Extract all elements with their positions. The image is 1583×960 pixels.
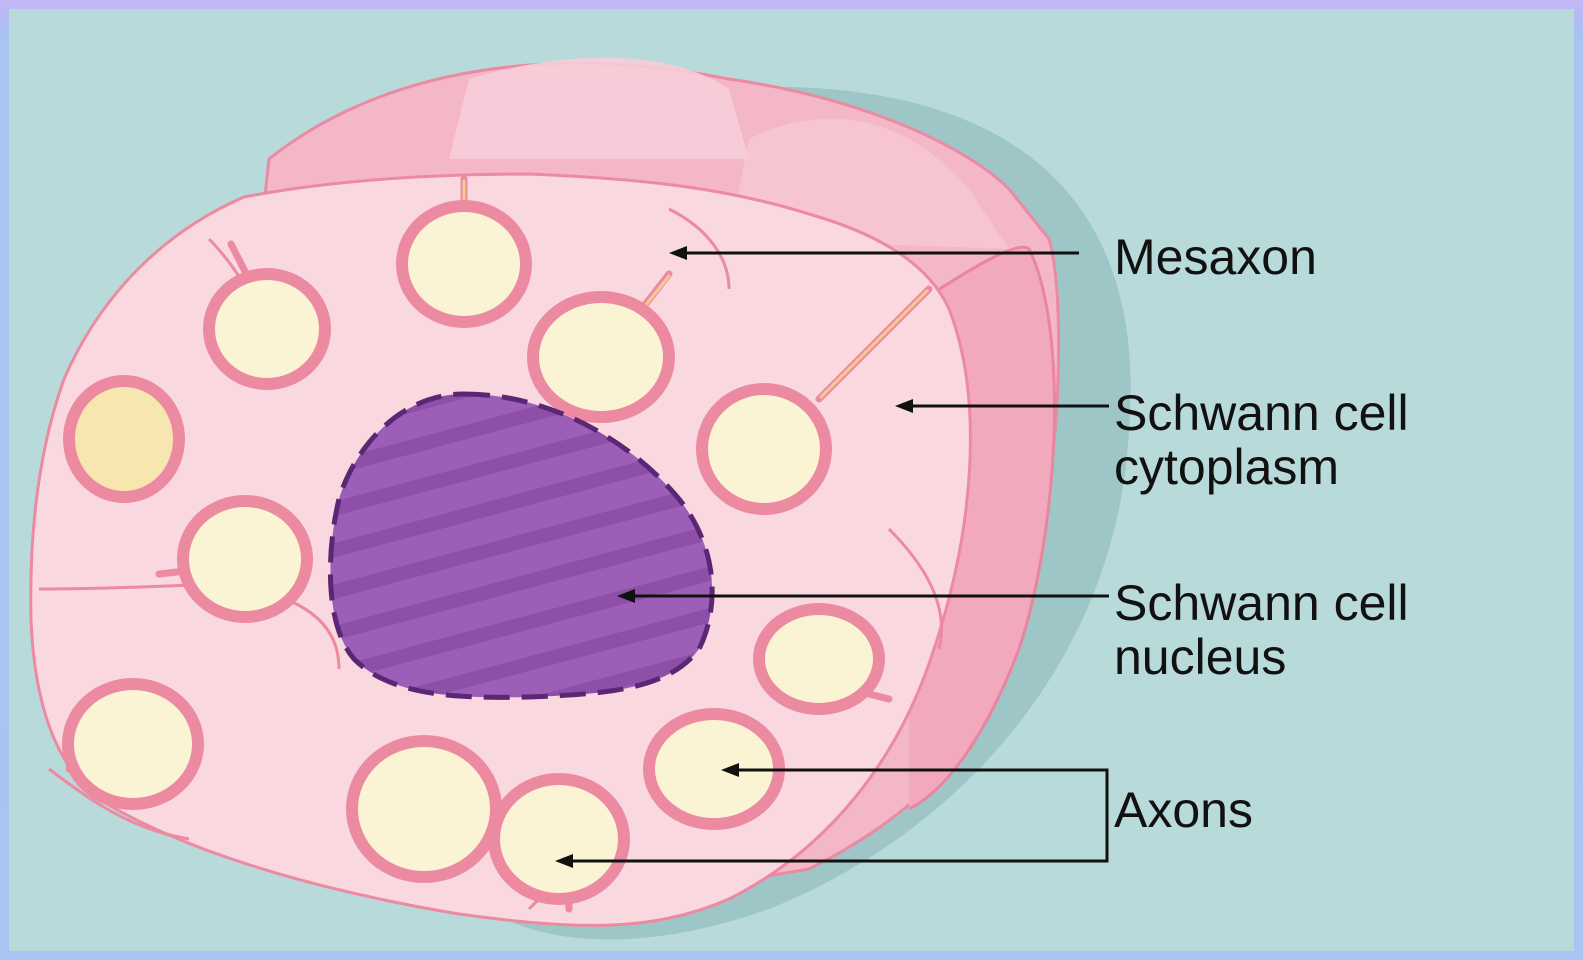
axon xyxy=(533,297,669,417)
diagram-panel: Mesaxon Schwann cell cytoplasm Schwann c… xyxy=(9,9,1574,951)
label-nucleus-line2: nucleus xyxy=(1114,631,1286,683)
label-mesaxon: Mesaxon xyxy=(1114,231,1317,283)
axon xyxy=(68,684,198,804)
axon xyxy=(402,206,526,322)
label-nucleus-line1: Schwann cell xyxy=(1114,577,1409,629)
axon xyxy=(759,609,879,709)
axon xyxy=(209,274,325,384)
axon xyxy=(352,741,496,877)
axon xyxy=(69,381,179,497)
axon xyxy=(494,779,624,899)
schwann-cell-diagram xyxy=(9,9,1574,951)
axon xyxy=(702,389,826,509)
label-cytoplasm-line1: Schwann cell xyxy=(1114,387,1409,439)
cylinder-band xyxy=(449,58,749,159)
axon xyxy=(183,501,307,617)
label-cytoplasm-line2: cytoplasm xyxy=(1114,441,1339,493)
label-axons: Axons xyxy=(1114,784,1253,836)
